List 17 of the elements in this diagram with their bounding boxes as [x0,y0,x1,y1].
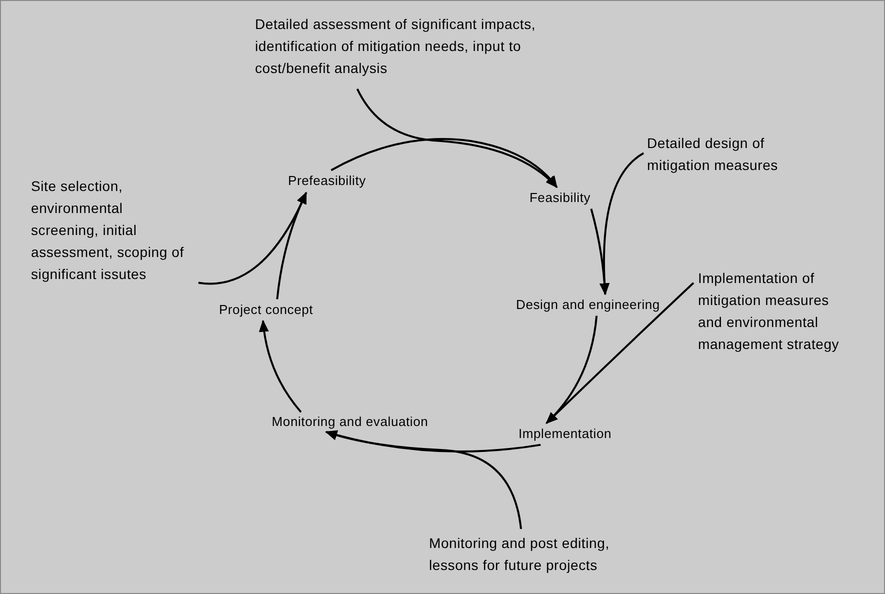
arrow [198,192,308,285]
note-text: Monitoring and post editing, lessons for future projects [429,532,659,576]
arrow [325,430,522,530]
note-text: Detailed design of mitigation measures [647,132,817,176]
arrow [259,320,302,413]
note-text: Implementation of mitigation measures and environmental management strategy [698,267,848,355]
note-text: Detailed assessment of significant impacts, identification of mitigation needs, input to cost/benefit analysis [255,13,565,79]
stage-label: Implementation [507,425,623,443]
stage-label: Prefeasibility [275,172,379,190]
note-text: Site selection, environmental screening, initial assessment, scoping of significant issutes [31,175,186,285]
stage-label: Feasibility [520,189,600,207]
stage-label: Monitoring and evaluation [252,413,448,431]
arrow [546,282,694,424]
arrow [356,88,558,188]
stage-label: Design and engineering [502,296,674,314]
stage-label: Project concept [204,301,328,319]
arrow [600,152,644,296]
